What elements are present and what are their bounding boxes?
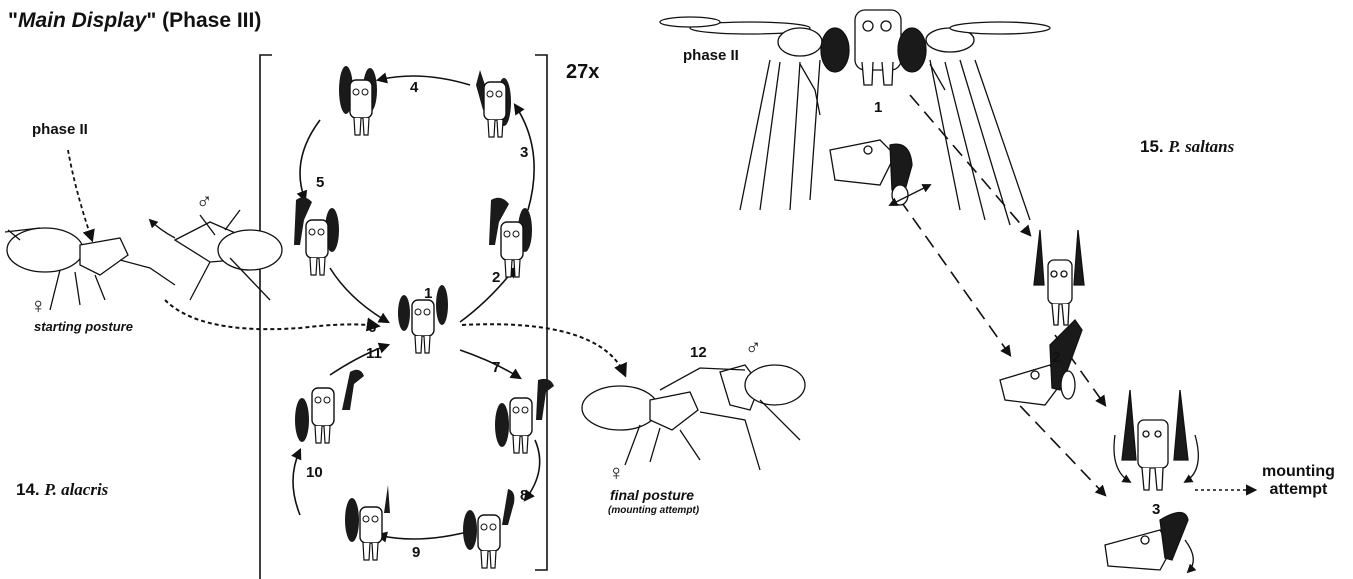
step-number-9: 9	[412, 545, 420, 560]
mounting-attempt-note: (mounting attempt)	[608, 506, 699, 516]
final-posture-sketch	[582, 365, 805, 470]
step-number-7: 7	[492, 360, 500, 375]
start-to-cycle-arrow	[165, 300, 378, 329]
figure-title: "Main Display" (Phase III)	[8, 10, 261, 31]
step-number-3: 3	[520, 145, 528, 160]
step-number-6: 6	[368, 320, 376, 335]
phase2-arrow-left	[68, 150, 92, 240]
saltans-front-pose-3	[1114, 390, 1198, 490]
saltans-dashed-arrows	[900, 95, 1105, 495]
spider-head-pose-9	[345, 485, 390, 560]
spider-head-pose-8	[463, 489, 514, 568]
saltans-front-view	[660, 10, 1050, 225]
spider-head-pose-3	[476, 70, 511, 137]
repeat-count-label: 27x	[566, 62, 599, 82]
step-number-2: 2	[492, 270, 500, 285]
spider-head-pose-7	[495, 379, 554, 453]
mounting-label-line1: mounting	[1262, 464, 1335, 480]
male-symbol-final: ♂	[745, 336, 762, 358]
step-number-5: 5	[316, 175, 324, 190]
mounting-label: mounting attempt	[1262, 464, 1335, 498]
saltans-step-2: 2	[1052, 350, 1060, 365]
starting-posture-sketch	[5, 210, 282, 310]
step-number-4: 4	[410, 80, 418, 95]
starting-posture-label: starting posture	[34, 320, 133, 333]
panel-14-caption: 14. P. alacris	[16, 481, 108, 498]
step-number-11: 11	[366, 346, 382, 361]
spider-head-pose-1	[398, 285, 448, 353]
saltans-step-3: 3	[1152, 502, 1160, 517]
saltans-side-view-3	[1105, 513, 1193, 573]
step-number-1: 1	[424, 286, 432, 301]
step-number-8: 8	[520, 488, 528, 503]
cycle-to-final-arrow	[462, 324, 625, 375]
phase-ii-label-left: phase II	[32, 122, 88, 137]
repeat-bracket-right	[535, 55, 547, 570]
spider-head-pose-2	[489, 198, 532, 277]
spider-head-pose-5	[294, 197, 339, 275]
saltans-side-view-1	[830, 140, 930, 205]
spider-head-pose-11	[295, 370, 364, 443]
male-symbol-start: ♂	[196, 190, 213, 212]
saltans-step-1: 1	[874, 100, 882, 115]
final-posture-label: final posture	[610, 488, 694, 502]
mounting-label-line2: attempt	[1262, 482, 1335, 498]
repeat-bracket-left	[260, 55, 272, 579]
panel-15-caption: 15. P. saltans	[1140, 138, 1234, 155]
spider-head-pose-4	[339, 66, 377, 135]
step-number-10: 10	[306, 465, 323, 480]
female-symbol-start: ♀	[30, 295, 47, 317]
saltans-front-pose-2	[1034, 230, 1084, 325]
phase-ii-label-right: phase II	[683, 48, 739, 63]
female-symbol-final: ♀	[608, 462, 625, 484]
step-number-12: 12	[690, 345, 707, 360]
saltans-side-view-2	[1000, 320, 1082, 405]
